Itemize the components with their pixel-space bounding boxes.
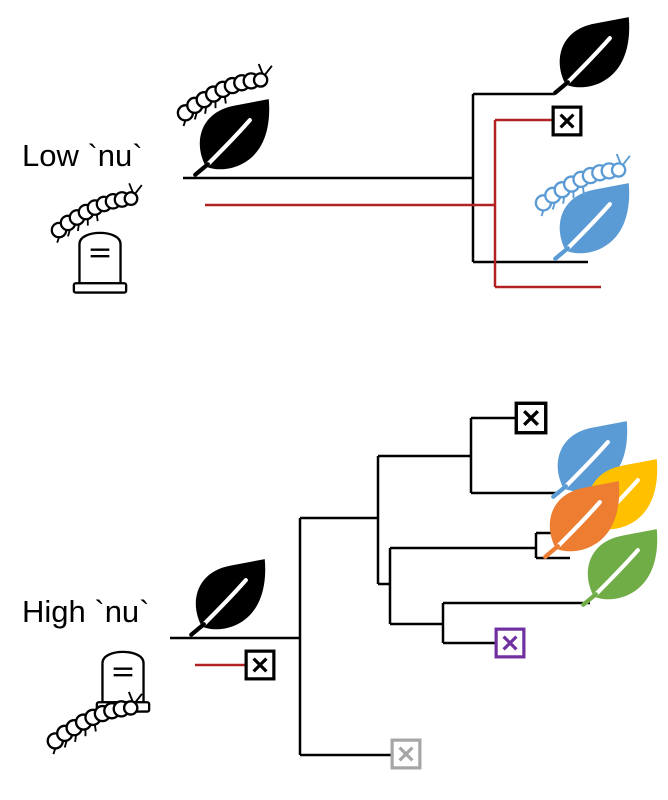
host-lineage-tree: [170, 416, 590, 757]
caterpillar-icon: [46, 690, 144, 756]
extinction-box-icon: [390, 738, 422, 770]
parasite-lineage-tree: [205, 118, 601, 289]
leaf-icon: [555, 17, 629, 93]
tombstone-icon: [72, 231, 128, 294]
host-lineage-tree: [183, 92, 588, 264]
extinction-box-icon: [551, 105, 583, 137]
extinction-box-icon: [494, 627, 526, 659]
low-nu-label: Low `nu`: [22, 138, 143, 173]
extinction-box-icon: [244, 649, 276, 681]
low-nu-panel: [50, 17, 630, 294]
high-nu-label: High `nu`: [22, 594, 150, 629]
leaf-icon: [191, 559, 265, 635]
high-nu-panel: [46, 401, 657, 770]
extinction-box-icon: [514, 401, 548, 435]
